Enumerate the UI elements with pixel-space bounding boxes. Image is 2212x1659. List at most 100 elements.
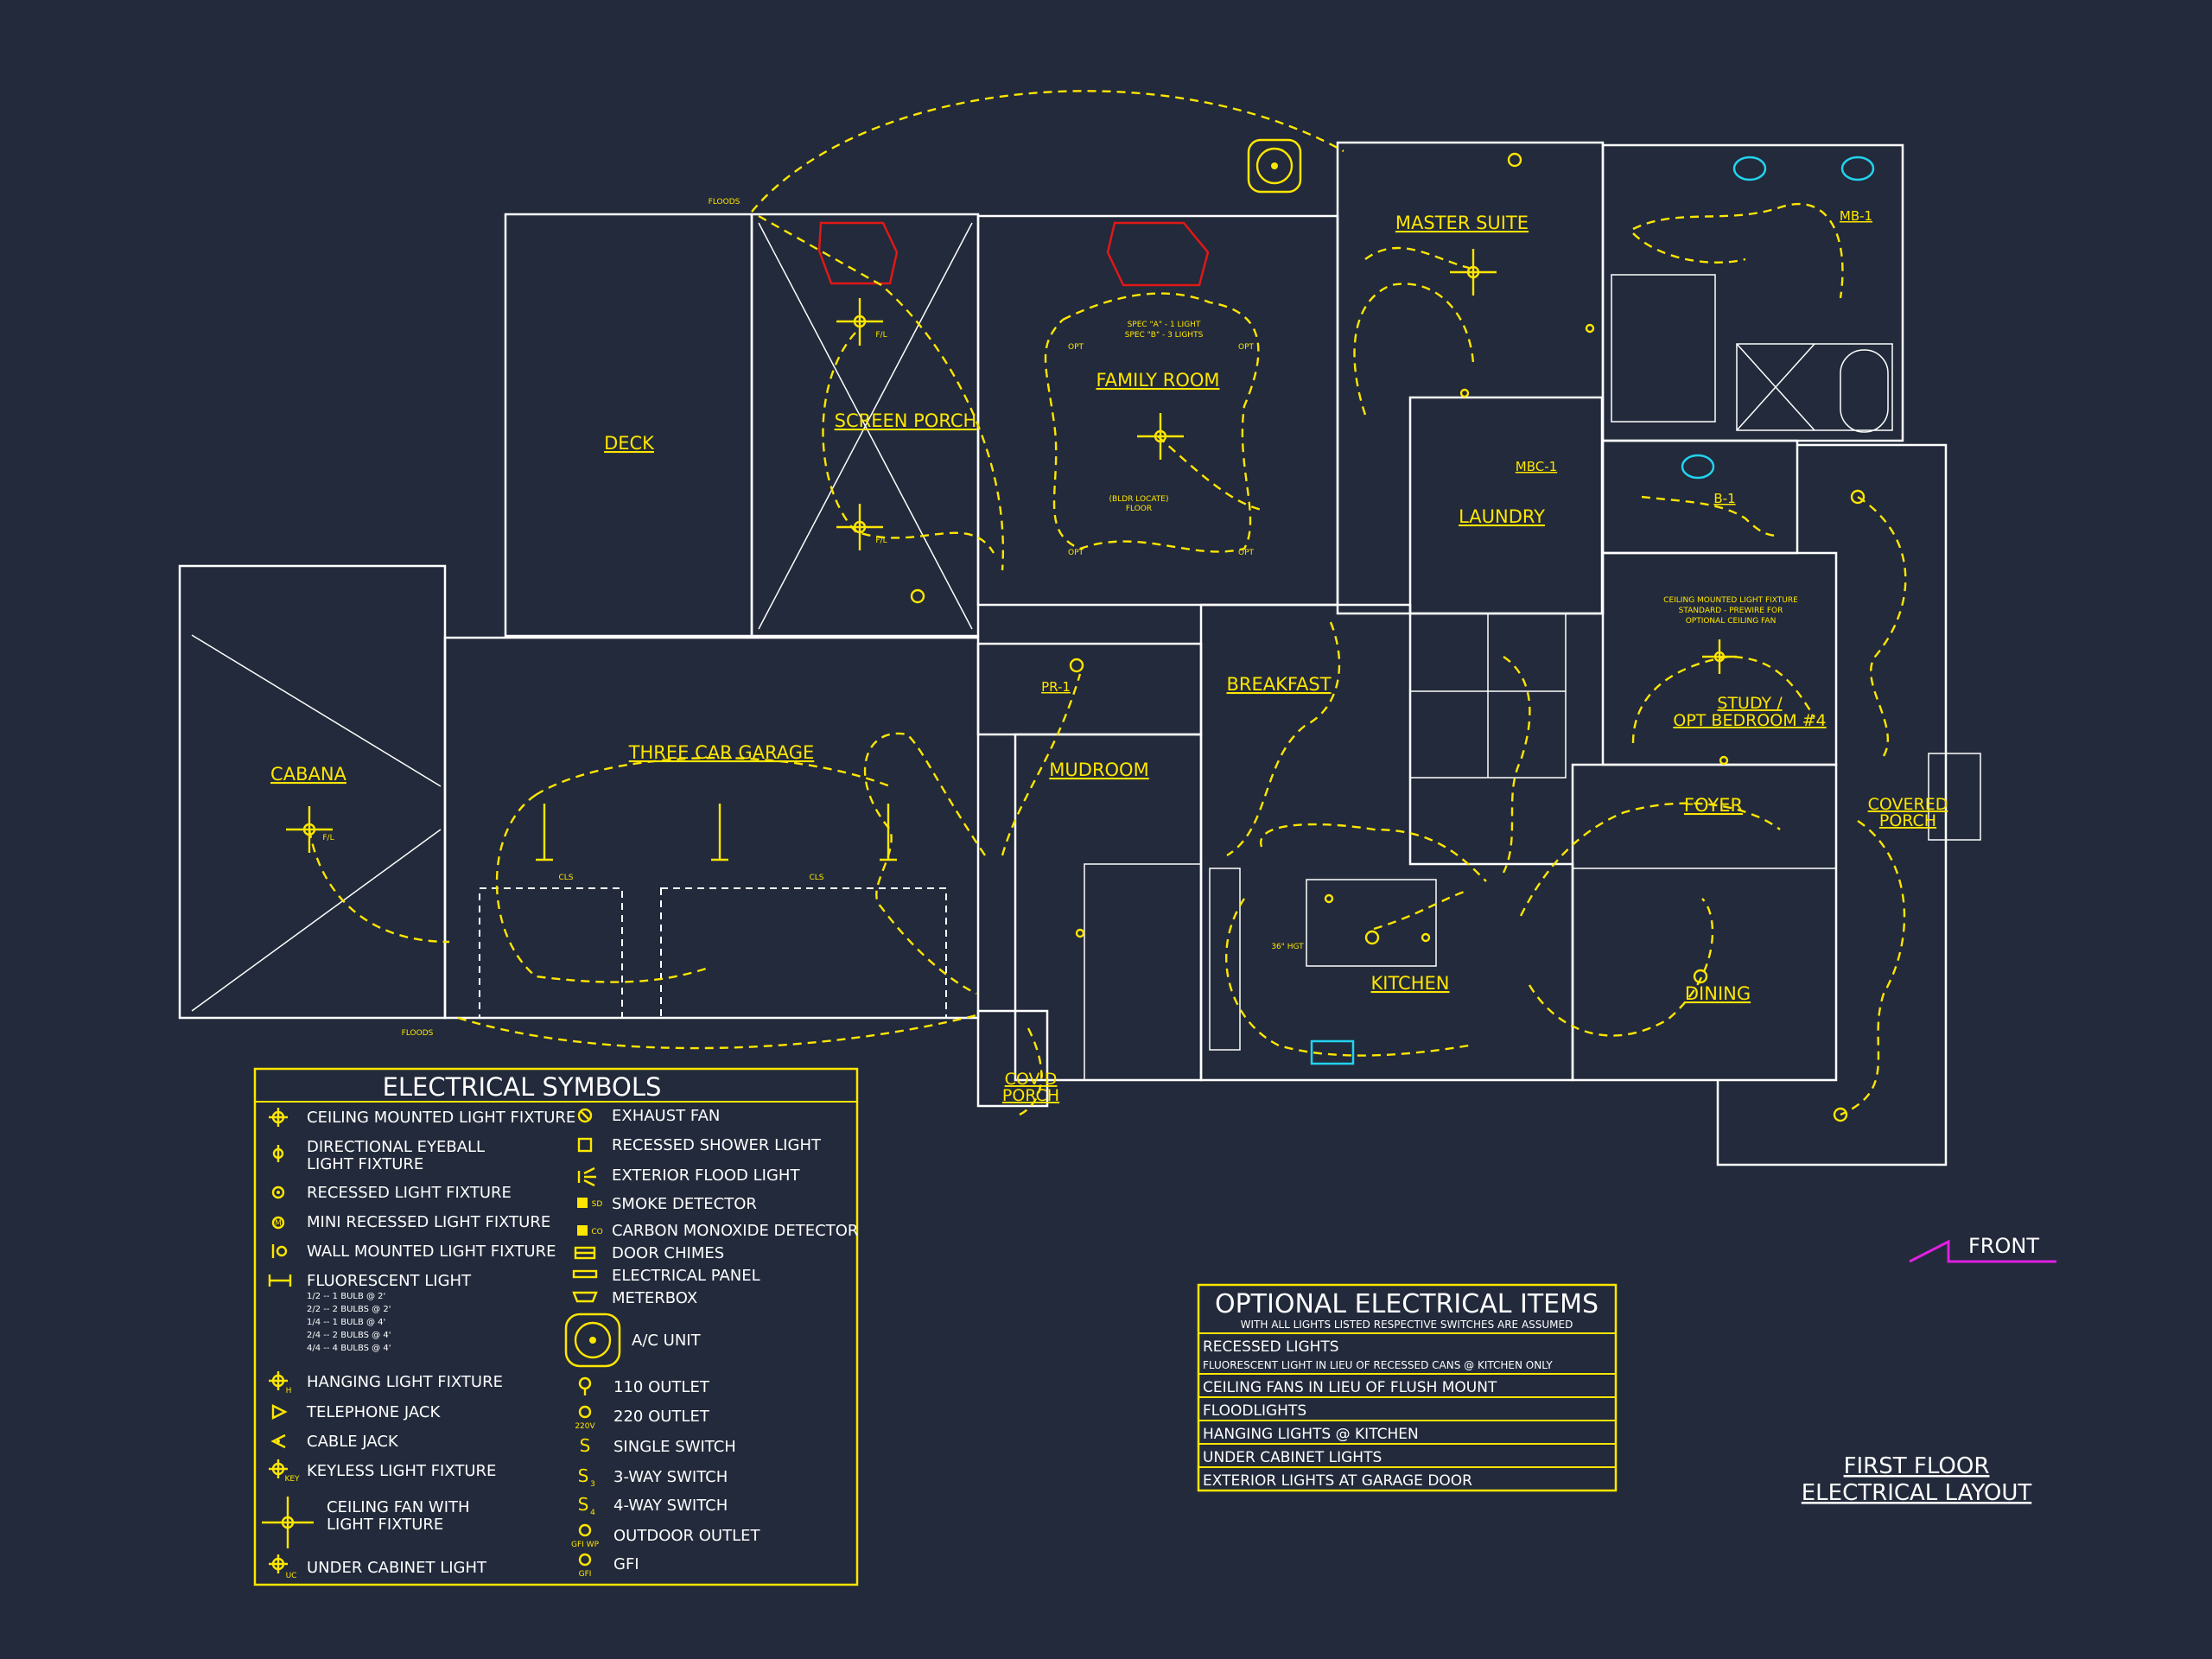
co-detector-icon: CO	[577, 1225, 603, 1236]
legend-row-door-chimes: DOOR CHIMES	[574, 1244, 724, 1262]
kitchen-sink	[1310, 1039, 1355, 1065]
meterbox-icon	[572, 1291, 598, 1303]
recessed-light-icon	[1459, 388, 1470, 398]
door-chimes-icon	[574, 1246, 596, 1260]
legend-row-220-outlet: 220V 220 OUTLET	[575, 1405, 710, 1431]
legend-label: ELECTRICAL PANEL	[612, 1267, 760, 1285]
room-label-three-car-garage: THREE CAR GARAGE	[628, 742, 815, 763]
legend-row-meterbox: METERBOX	[572, 1289, 697, 1307]
spec-b-note: SPEC "B" - 3 LIGHTS	[1125, 331, 1204, 340]
legend-row-wall-light: WALL MOUNTED LIGHT FIXTURE	[271, 1243, 556, 1261]
fluorescent-light-icon	[880, 804, 897, 861]
family-room-outline	[976, 214, 1339, 607]
single-switch-icon: S	[580, 1435, 591, 1456]
outdoor-outlet-icon: GFI WP	[571, 1523, 600, 1549]
legend-row-ceiling-fan: CEILING FAN WITH LIGHT FIXTURE	[262, 1497, 470, 1548]
legend-label: 3-WAY SWITCH	[613, 1468, 728, 1486]
svg-text:S: S	[578, 1494, 589, 1515]
fluorescent-note-3: 1/4 -- 1 BULB @ 4'	[307, 1318, 385, 1327]
legend-label: HANGING LIGHT FIXTURE	[307, 1373, 503, 1391]
svg-text:GFI: GFI	[579, 1570, 592, 1579]
eyeball-light-icon	[272, 1145, 284, 1162]
exhaust-fan-icon	[577, 1108, 593, 1123]
mini-recessed-light-icon: M	[271, 1216, 285, 1230]
fluorescent-note-4: 2/4 -- 2 BULBS @ 4'	[307, 1331, 391, 1340]
legend-row-keyless-light: KEY KEYLESS LIGHT FIXTURE	[269, 1459, 496, 1484]
plan-annotations: FLOODS FLOODS SPEC "A" - 1 LIGHT SPEC "B…	[322, 198, 1798, 1038]
room-label-study-2: OPT BEDROOM #4	[1673, 711, 1826, 730]
legend-right-column: EXHAUST FAN RECESSED SHOWER LIGHT EXTERI…	[564, 1107, 858, 1579]
telephone-jack-icon	[271, 1404, 288, 1420]
legend-label: DOOR CHIMES	[612, 1244, 724, 1262]
svg-text:UC: UC	[286, 1572, 297, 1580]
legend-label: RECESSED SHOWER LIGHT	[612, 1136, 822, 1154]
study-note-1: CEILING MOUNTED LIGHT FIXTURE	[1663, 596, 1798, 605]
screen-porch-fireplace	[817, 221, 899, 285]
covd-porch-outline	[976, 1009, 1049, 1108]
svg-text:S: S	[578, 1465, 589, 1486]
fl-label-2: F/L	[875, 537, 887, 545]
master-shower	[1736, 343, 1893, 431]
cls-label-2: CLS	[809, 874, 823, 882]
legend-label: EXTERIOR FLOOD LIGHT	[612, 1166, 800, 1185]
under-cabinet-light-icon: UC	[269, 1554, 296, 1580]
ceiling-light-icon	[269, 1108, 288, 1127]
optional-electrical-items: OPTIONAL ELECTRICAL ITEMS WITH ALL LIGHT…	[1197, 1283, 1618, 1492]
laundry-outline	[1408, 396, 1604, 615]
fluorescent-light-icon	[268, 1274, 292, 1287]
legend-row-fluorescent-light: FLUORESCENT LIGHT 1/2 -- 1 BULB @ 2' 2/2…	[268, 1272, 472, 1353]
svg-text:220V: 220V	[575, 1422, 595, 1431]
title-line-1: FIRST FLOOR	[1844, 1453, 1990, 1479]
family-room-fireplace	[1106, 221, 1210, 287]
ceiling-light-icon	[910, 588, 925, 604]
room-label-mbc1: MBC-1	[1516, 459, 1557, 474]
porch-step	[1928, 753, 1981, 841]
room-label-mudroom: MUDROOM	[1049, 760, 1148, 780]
ac-unit-icon	[564, 1313, 621, 1368]
legend-row-110-outlet: 110 OUTLET	[578, 1376, 710, 1396]
legend-row-co-detector: CO CARBON MONOXIDE DETECTOR	[577, 1222, 858, 1240]
shower-diagonal-b	[1736, 343, 1815, 431]
screen-porch-diagonal-b	[758, 222, 973, 630]
svg-text:M: M	[275, 1219, 282, 1228]
cabana-diagonal-a	[191, 634, 442, 787]
ceiling-fan-icon	[836, 298, 883, 346]
legend-label: FLUORESCENT LIGHT	[307, 1272, 472, 1290]
legend-label: A/C UNIT	[632, 1332, 702, 1350]
recessed-shower-light-icon	[577, 1137, 593, 1153]
room-label-dining: DINING	[1685, 983, 1751, 1004]
island-height-note: 36" HGT	[1271, 943, 1304, 951]
svg-text:H: H	[286, 1387, 292, 1395]
ceiling-fan-icon	[1702, 639, 1737, 674]
cabana-outline	[178, 564, 447, 1020]
ceiling-fan-icon	[262, 1497, 314, 1548]
room-label-family-room: FAMILY ROOM	[1096, 370, 1219, 391]
legend-label: OUTDOOR OUTLET	[613, 1527, 761, 1545]
room-label-b1: B-1	[1713, 491, 1735, 506]
room-label-pr1: PR-1	[1041, 679, 1071, 695]
wall-light-icon	[271, 1244, 288, 1258]
garage-door-1	[479, 887, 623, 1019]
room-label-covered-porch-2: PORCH	[1879, 811, 1936, 830]
recessed-light-icon	[1719, 755, 1729, 766]
ceiling-light-icon	[1507, 152, 1522, 168]
kitchen-counter	[1209, 868, 1241, 1051]
exterior-flood-light-icon	[577, 1166, 596, 1187]
optional-item: EXTERIOR LIGHTS AT GARAGE DOOR	[1203, 1472, 1472, 1490]
room-label-cabana: CABANA	[270, 764, 347, 785]
legend-label: UNDER CABINET LIGHT	[307, 1559, 487, 1577]
legend-label: CARBON MONOXIDE DETECTOR	[612, 1222, 858, 1240]
svg-text:GFI WP: GFI WP	[571, 1541, 600, 1549]
legend-title: ELECTRICAL SYMBOLS	[383, 1072, 662, 1102]
powder-room-outline	[976, 642, 1203, 736]
legend-label: CEILING FAN WITH	[327, 1498, 470, 1516]
svg-text:CO: CO	[591, 1228, 602, 1236]
electrical-panel-icon	[572, 1269, 598, 1279]
ceiling-light-icon	[1833, 1107, 1848, 1122]
legend-label: 4-WAY SWITCH	[613, 1497, 728, 1515]
legend-label: KEYLESS LIGHT FIXTURE	[307, 1462, 496, 1480]
room-label-kitchen: KITCHEN	[1371, 973, 1450, 994]
room-label-covd-porch-1: COV'D	[1005, 1070, 1058, 1089]
